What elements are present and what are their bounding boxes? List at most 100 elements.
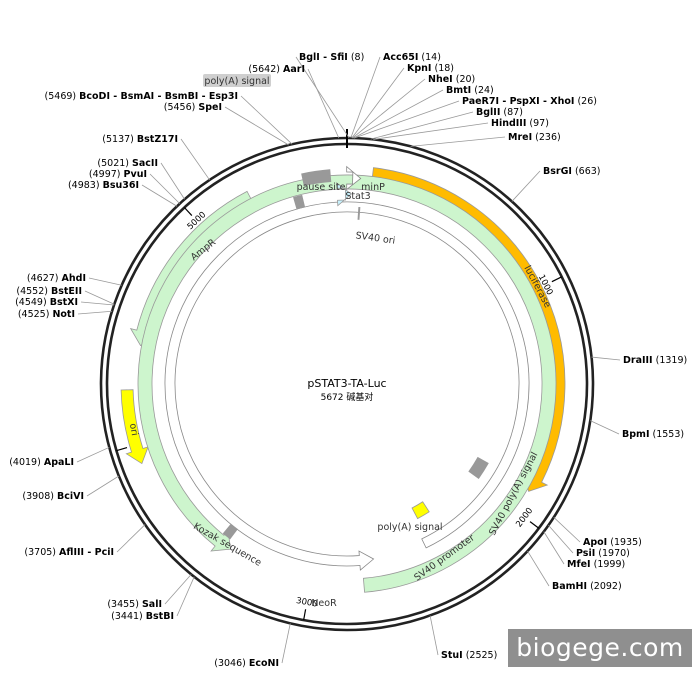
- site-position: (236): [535, 132, 561, 143]
- tick-mark: [116, 447, 128, 452]
- site-name: AarI: [283, 64, 305, 75]
- site-label-bsrgi: BsrGI (663): [543, 166, 601, 177]
- site-name: AflIII - PciI: [59, 547, 114, 558]
- site-name: NheI: [428, 74, 453, 85]
- site-name: BstBI: [146, 611, 174, 622]
- site-leader: [149, 173, 181, 204]
- site-position: (87): [503, 107, 523, 118]
- site-position: (5137): [102, 134, 134, 145]
- site-leader: [160, 162, 185, 200]
- site-name: BglII: [476, 107, 500, 118]
- feature-ori: [120, 389, 149, 465]
- site-leader: [116, 524, 146, 553]
- site-leader: [164, 574, 192, 605]
- tick-mark: [529, 521, 540, 529]
- site-position: (4997): [89, 169, 121, 180]
- site-label-noti: (4525) NotI: [18, 309, 75, 320]
- site-leader: [527, 550, 550, 587]
- tick-mark: [551, 276, 562, 283]
- site-label-bgli-sfii: BglI - SfiI (8): [299, 52, 364, 63]
- feature-label-ori: ori: [127, 423, 140, 437]
- site-position: (4525): [18, 309, 50, 320]
- site-name: BcoDI - BsmAI - BsmBI - Esp3I: [79, 91, 238, 102]
- site-leader: [80, 301, 115, 306]
- site-name: Acc65I: [383, 52, 418, 63]
- site-name: BciVI: [57, 491, 84, 502]
- site-label-draiii: DraIII (1319): [623, 355, 687, 366]
- site-leader: [240, 95, 293, 145]
- site-label-psii: PsiI (1970): [576, 548, 630, 559]
- site-position: (4983): [68, 180, 100, 191]
- site-leader: [429, 615, 439, 656]
- feature-neor: [137, 174, 557, 593]
- tick-mark: [183, 207, 193, 216]
- site-position: (4627): [27, 273, 59, 284]
- site-position: (26): [577, 96, 597, 107]
- site-label-stui: StuI (2525): [441, 650, 497, 661]
- tick-mark: [303, 609, 307, 621]
- site-name: ApaLI: [44, 457, 74, 468]
- site-label-bsteii: (4552) BstEII: [16, 286, 82, 297]
- site-label-mrei: MreI (236): [508, 132, 561, 143]
- feature-label-sv40-ori: SV40 ori: [355, 230, 396, 246]
- site-leader: [590, 420, 620, 435]
- site-leader: [176, 576, 195, 617]
- site-name: AhdI: [62, 273, 86, 284]
- site-label-bsu36i: (4983) Bsu36I: [68, 180, 139, 191]
- feature-poly-a-signal: [222, 523, 238, 540]
- site-position: (3705): [24, 547, 56, 558]
- site-position: (3441): [111, 611, 143, 622]
- site-name: Bsu36I: [103, 180, 139, 191]
- site-label-bcivi: (3908) BciVI: [22, 491, 84, 502]
- site-position: (20): [456, 74, 476, 85]
- site-position: (3046): [214, 658, 246, 669]
- site-name: DraIII: [623, 355, 653, 366]
- site-name: SalI: [142, 599, 162, 610]
- site-label-mfei: MfeI (1999): [567, 559, 625, 570]
- site-name: SacII: [132, 158, 158, 169]
- site-label-bglii: BglII (87): [476, 107, 523, 118]
- site-position: (3455): [107, 599, 139, 610]
- site-position: (14): [421, 52, 441, 63]
- site-leader: [281, 623, 291, 664]
- site-position: (663): [575, 166, 601, 177]
- site-label-bmti: BmtI (24): [446, 85, 494, 96]
- plasmid-size: 5672 碱基对: [321, 391, 374, 403]
- site-leader: [86, 475, 120, 497]
- site-label-sacii: (5021) SacII: [97, 158, 158, 169]
- site-label-spei: (5456) SpeI: [164, 102, 222, 113]
- feature-label-pause-site: pause site: [297, 182, 346, 193]
- site-position: (5021): [97, 158, 129, 169]
- site-position: (4552): [16, 286, 48, 297]
- site-label-sali: (3455) SalI: [107, 599, 162, 610]
- site-leader: [76, 446, 110, 463]
- site-label-afliii-pcii: (3705) AflIII - PciI: [24, 547, 114, 558]
- site-position: (2092): [590, 581, 622, 592]
- site-label-bpmi: BpmI (1553): [622, 429, 684, 440]
- feature-sv40-ori: [411, 501, 430, 520]
- site-leader: [352, 78, 426, 139]
- feature-kozak-sequence: [357, 206, 361, 220]
- site-name: SpeI: [198, 102, 222, 113]
- site-leader: [353, 89, 444, 139]
- watermark-badge: biogege.com: [508, 629, 692, 667]
- site-label-pvui: (4997) PvuI: [89, 169, 147, 180]
- site-leader: [591, 356, 621, 361]
- site-label-bstbi: (3441) BstBI: [111, 611, 174, 622]
- site-position: (97): [529, 118, 549, 129]
- polya-signal-label-box: [203, 74, 271, 87]
- site-name: BpmI: [622, 429, 649, 440]
- site-name: BstZ17I: [137, 134, 178, 145]
- site-leader: [77, 310, 113, 315]
- site-name: PsiI: [576, 548, 595, 559]
- site-name: BmtI: [446, 85, 471, 96]
- site-position: (4019): [9, 457, 41, 468]
- feature-sv40-poly-a-signal: [468, 456, 489, 480]
- site-name: PaeR7I - PspXI - XhoI: [462, 96, 574, 107]
- site-name: BglI - SfiI: [299, 52, 348, 63]
- site-label-econi: (3046) EcoNI: [214, 658, 279, 669]
- site-label-bstz17i: (5137) BstZ17I: [102, 134, 178, 145]
- site-leader: [353, 100, 460, 139]
